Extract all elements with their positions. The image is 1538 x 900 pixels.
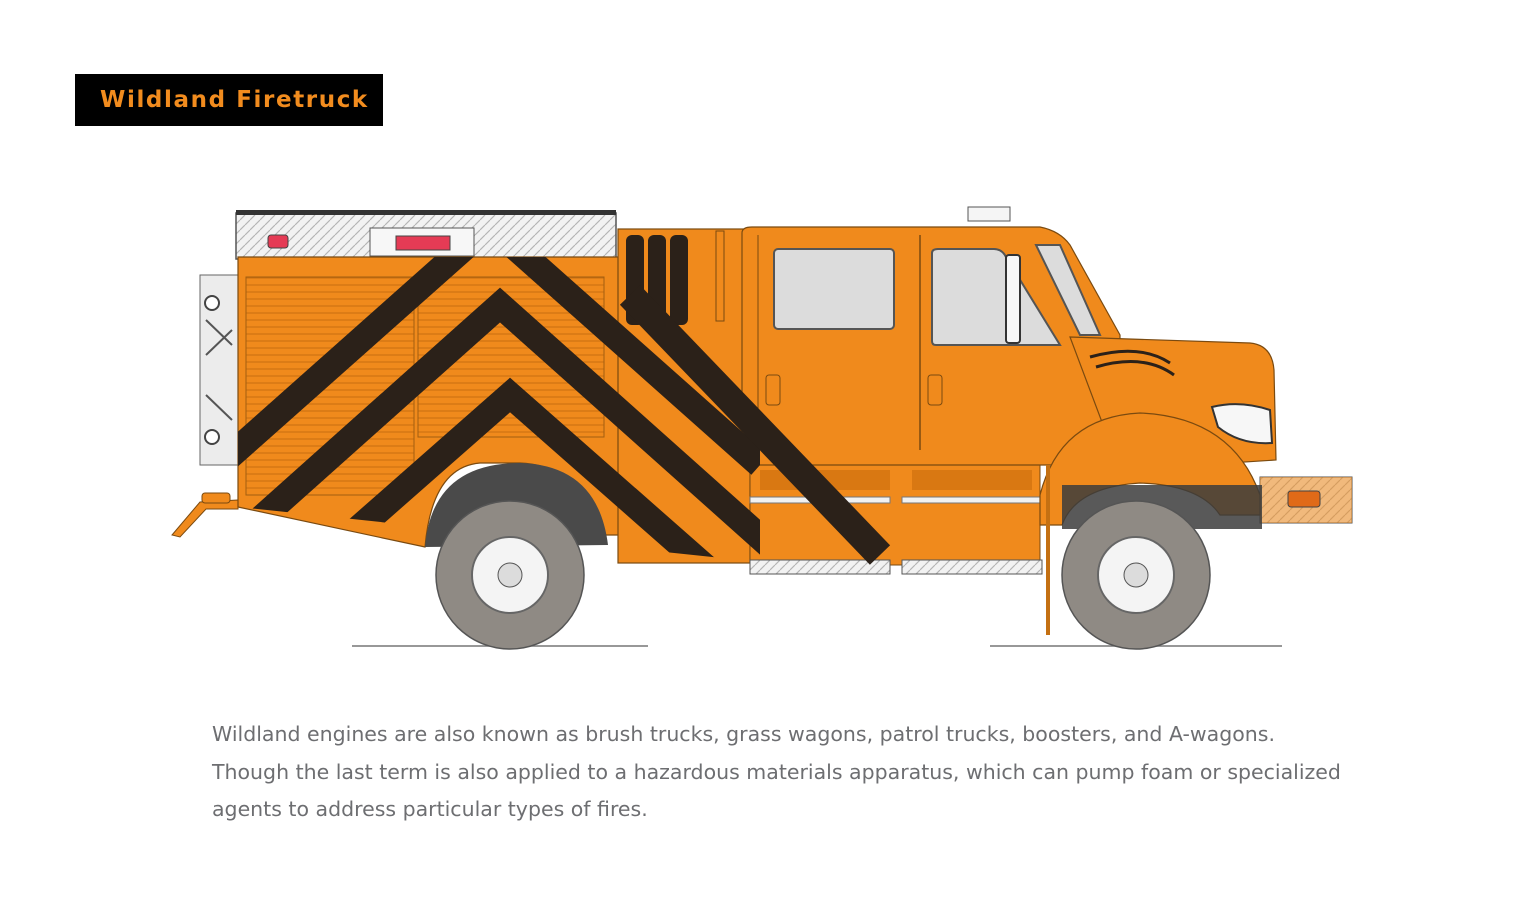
side-mirror [1005,254,1021,344]
front-wheel [1061,500,1211,650]
beacon-light [967,206,1011,222]
windshield [1034,244,1102,336]
description-line-2: Though the last term is also applied to … [212,759,1341,784]
firetruck-icon [171,206,1353,650]
cab-window-rear [773,248,895,330]
description-line-3: agents to address particular types of fi… [212,797,648,821]
title-badge: Wildland Firetruck [75,74,383,126]
cab-stripe [619,285,891,565]
rear-wheel [435,500,585,650]
page-title: Wildland Firetruck [100,87,369,113]
cab-window-front [931,248,1062,346]
description-line-1: Wildland engines are also known as brush… [212,722,1275,746]
headlight [1210,403,1274,445]
rear-step [171,499,239,538]
top-marker-light [267,234,289,249]
light-bar [395,235,451,251]
description-text: Wildland engines are also known as brush… [212,716,1392,829]
rear-light [201,492,231,504]
